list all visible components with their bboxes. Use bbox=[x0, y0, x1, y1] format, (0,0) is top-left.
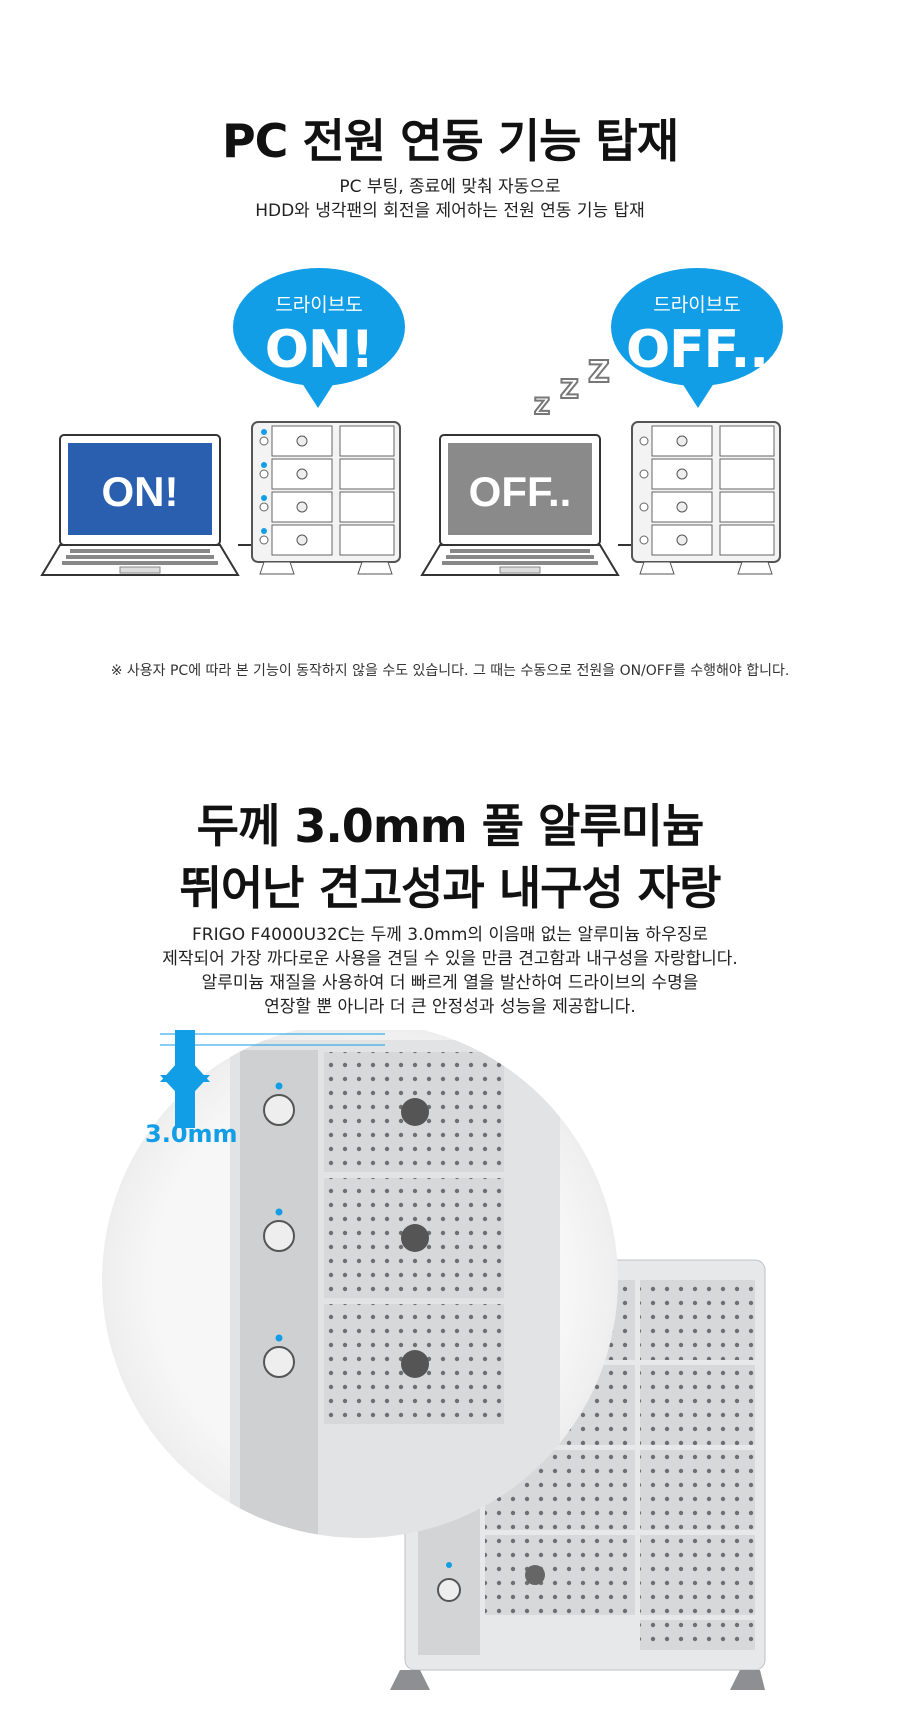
bubble-off-tail-icon bbox=[680, 380, 716, 408]
bubble-off-small-text: 드라이브도 bbox=[653, 294, 741, 316]
bubble-on-tail-icon bbox=[300, 380, 336, 408]
section1-subtitle-line-2: HDD와 냉각팬의 회전을 제어하는 전원 연동 기능 탑재 bbox=[255, 201, 645, 221]
laptop-on-screen-text: ON! bbox=[102, 468, 179, 515]
enclosure-on-icon bbox=[251, 421, 401, 575]
section2-desc-line-2: 제작되어 가장 까다로운 사용을 견딜 수 있을 만큼 견고함과 내구성을 자랑… bbox=[162, 949, 738, 969]
bubble-on-small-text: 드라이브도 bbox=[275, 294, 363, 316]
sleep-zzz-icon: Z Z Z bbox=[530, 354, 620, 425]
bubble-off-big-text: OFF.. bbox=[625, 320, 769, 380]
laptop-on-icon: ON! bbox=[40, 434, 240, 576]
thickness-indicator bbox=[160, 1030, 385, 1128]
bubble-on-big-text: ON! bbox=[264, 320, 374, 380]
z-letter-3: Z bbox=[587, 354, 611, 391]
cable-off-icon bbox=[618, 544, 632, 546]
product-enclosure-image bbox=[102, 1030, 766, 1690]
section2-title-line-1: 두께 3.0mm 풀 알루미늄 bbox=[196, 799, 705, 853]
z-letter-2: Z bbox=[559, 374, 580, 406]
section2-desc-line-4: 연장할 뿐 아니라 더 큰 안정성과 성능을 제공합니다. bbox=[264, 997, 636, 1017]
zoomed-enclosure bbox=[230, 1040, 560, 1538]
section2-title-line-2: 뛰어난 견고성과 내구성 자랑 bbox=[179, 861, 722, 915]
enclosure-off-icon bbox=[631, 421, 781, 575]
section2-desc-line-3: 알루미늄 재질을 사용하여 더 빠르게 열을 발산하여 드라이브의 수명을 bbox=[201, 973, 699, 993]
section1-title: PC 전원 연동 기능 탑재 bbox=[221, 114, 679, 168]
section1-note: ※ 사용자 PC에 따라 본 기능이 동작하지 않을 수도 있습니다. 그 때는… bbox=[110, 663, 790, 679]
laptop-off-icon: OFF.. bbox=[420, 434, 620, 576]
thickness-label: 3.0mm bbox=[145, 1120, 238, 1148]
section2-desc-line-1: FRIGO F4000U32C는 두께 3.0mm의 이음매 없는 알루미늄 하… bbox=[191, 925, 708, 945]
laptop-off-screen-text: OFF.. bbox=[469, 468, 572, 515]
z-letter-1: Z bbox=[533, 394, 551, 421]
section1-subtitle-line-1: PC 부팅, 종료에 맞춰 자동으로 bbox=[339, 177, 561, 197]
